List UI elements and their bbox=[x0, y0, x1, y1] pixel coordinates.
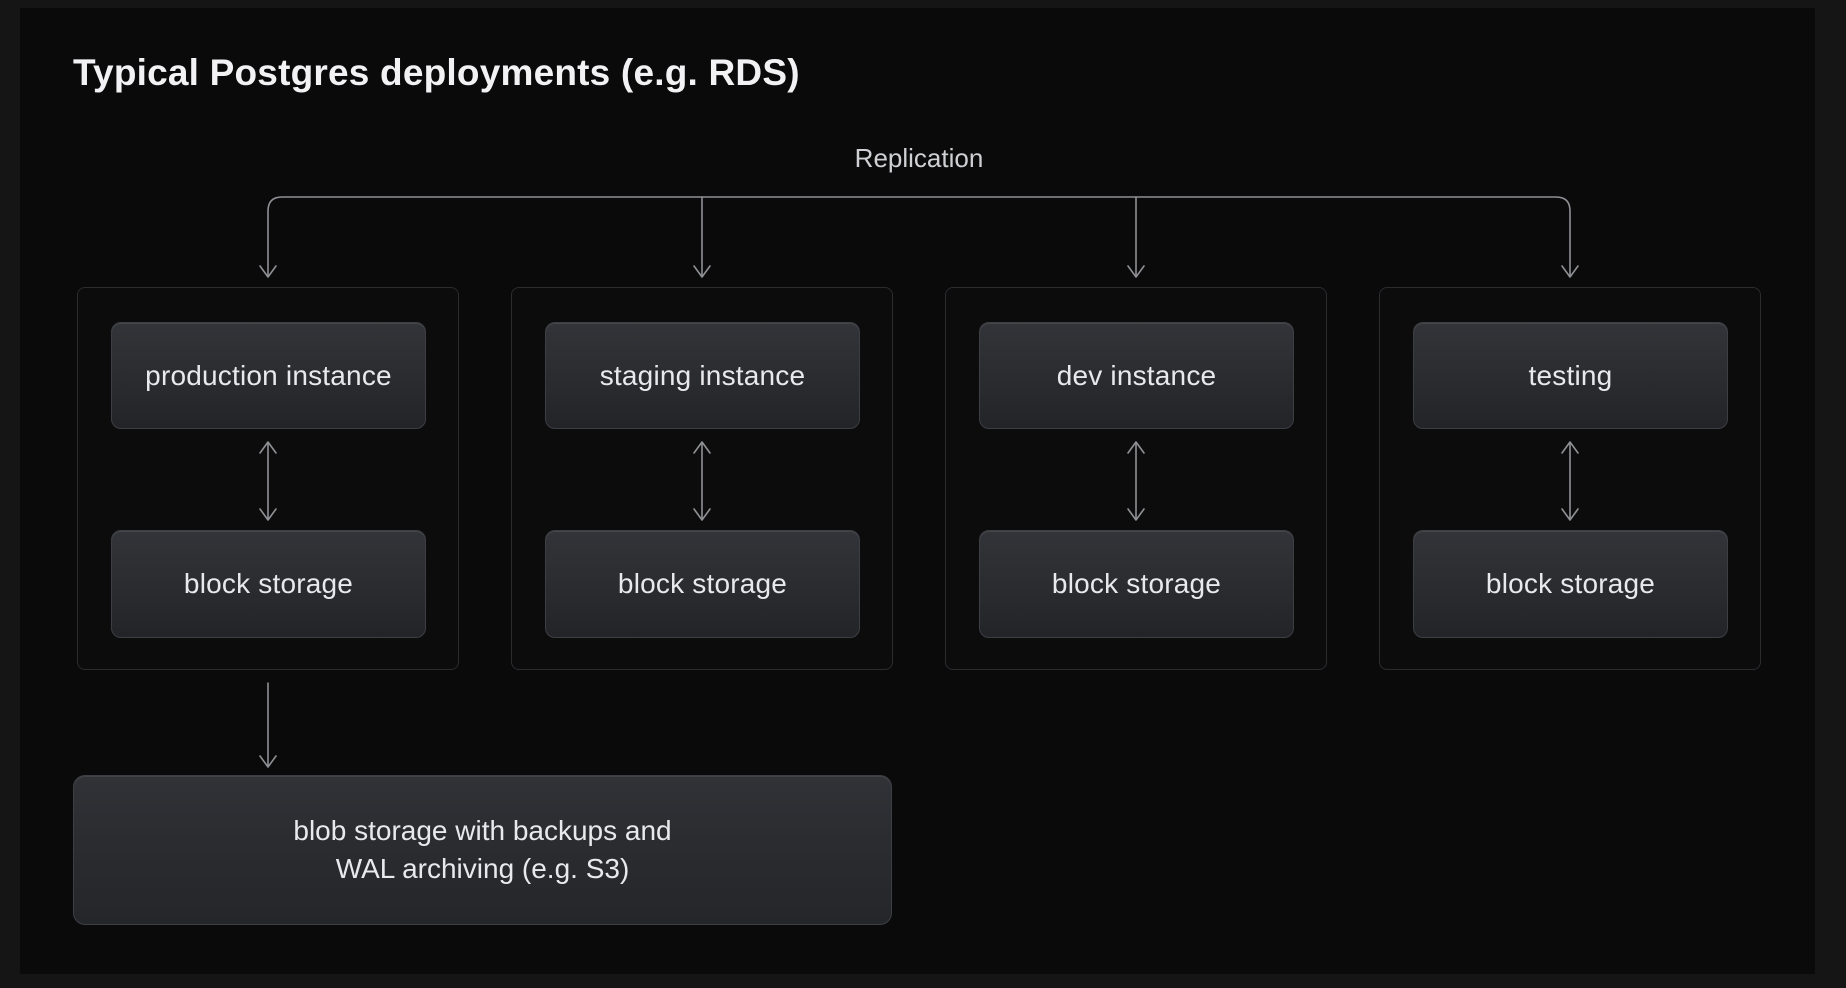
node-staging-block-storage: block storage bbox=[545, 530, 860, 638]
node-label: testing bbox=[1528, 359, 1613, 391]
node-dev-block-storage: block storage bbox=[979, 530, 1294, 638]
node-label: block storage bbox=[183, 568, 354, 599]
node-production-block-storage: block storage bbox=[111, 530, 426, 638]
node-staging-instance: staging instance bbox=[545, 322, 860, 429]
blob-storage-line2: WAL archiving (e.g. S3) bbox=[335, 853, 630, 884]
blob-storage-line1: blob storage with backups and bbox=[293, 815, 672, 846]
diagram-title: Typical Postgres deployments (e.g. RDS) bbox=[73, 52, 800, 93]
node-label: block storage bbox=[617, 568, 788, 599]
group-testing: testing block storage bbox=[1379, 287, 1761, 670]
node-testing-instance: testing bbox=[1413, 322, 1728, 429]
node-blob-storage: blob storage with backups and WAL archiv… bbox=[73, 775, 892, 925]
node-testing-block-storage: block storage bbox=[1413, 530, 1728, 638]
group-production: production instance block storage bbox=[77, 287, 459, 670]
node-label: staging instance bbox=[599, 359, 806, 391]
node-label: production instance bbox=[145, 359, 392, 391]
node-label: dev instance bbox=[1056, 359, 1217, 391]
node-label: block storage bbox=[1051, 568, 1222, 599]
group-staging: staging instance block storage bbox=[511, 287, 893, 670]
replication-label: Replication bbox=[854, 143, 984, 173]
node-label: block storage bbox=[1485, 568, 1656, 599]
group-dev: dev instance block storage bbox=[945, 287, 1327, 670]
node-production-instance: production instance bbox=[111, 322, 426, 429]
node-dev-instance: dev instance bbox=[979, 322, 1294, 429]
